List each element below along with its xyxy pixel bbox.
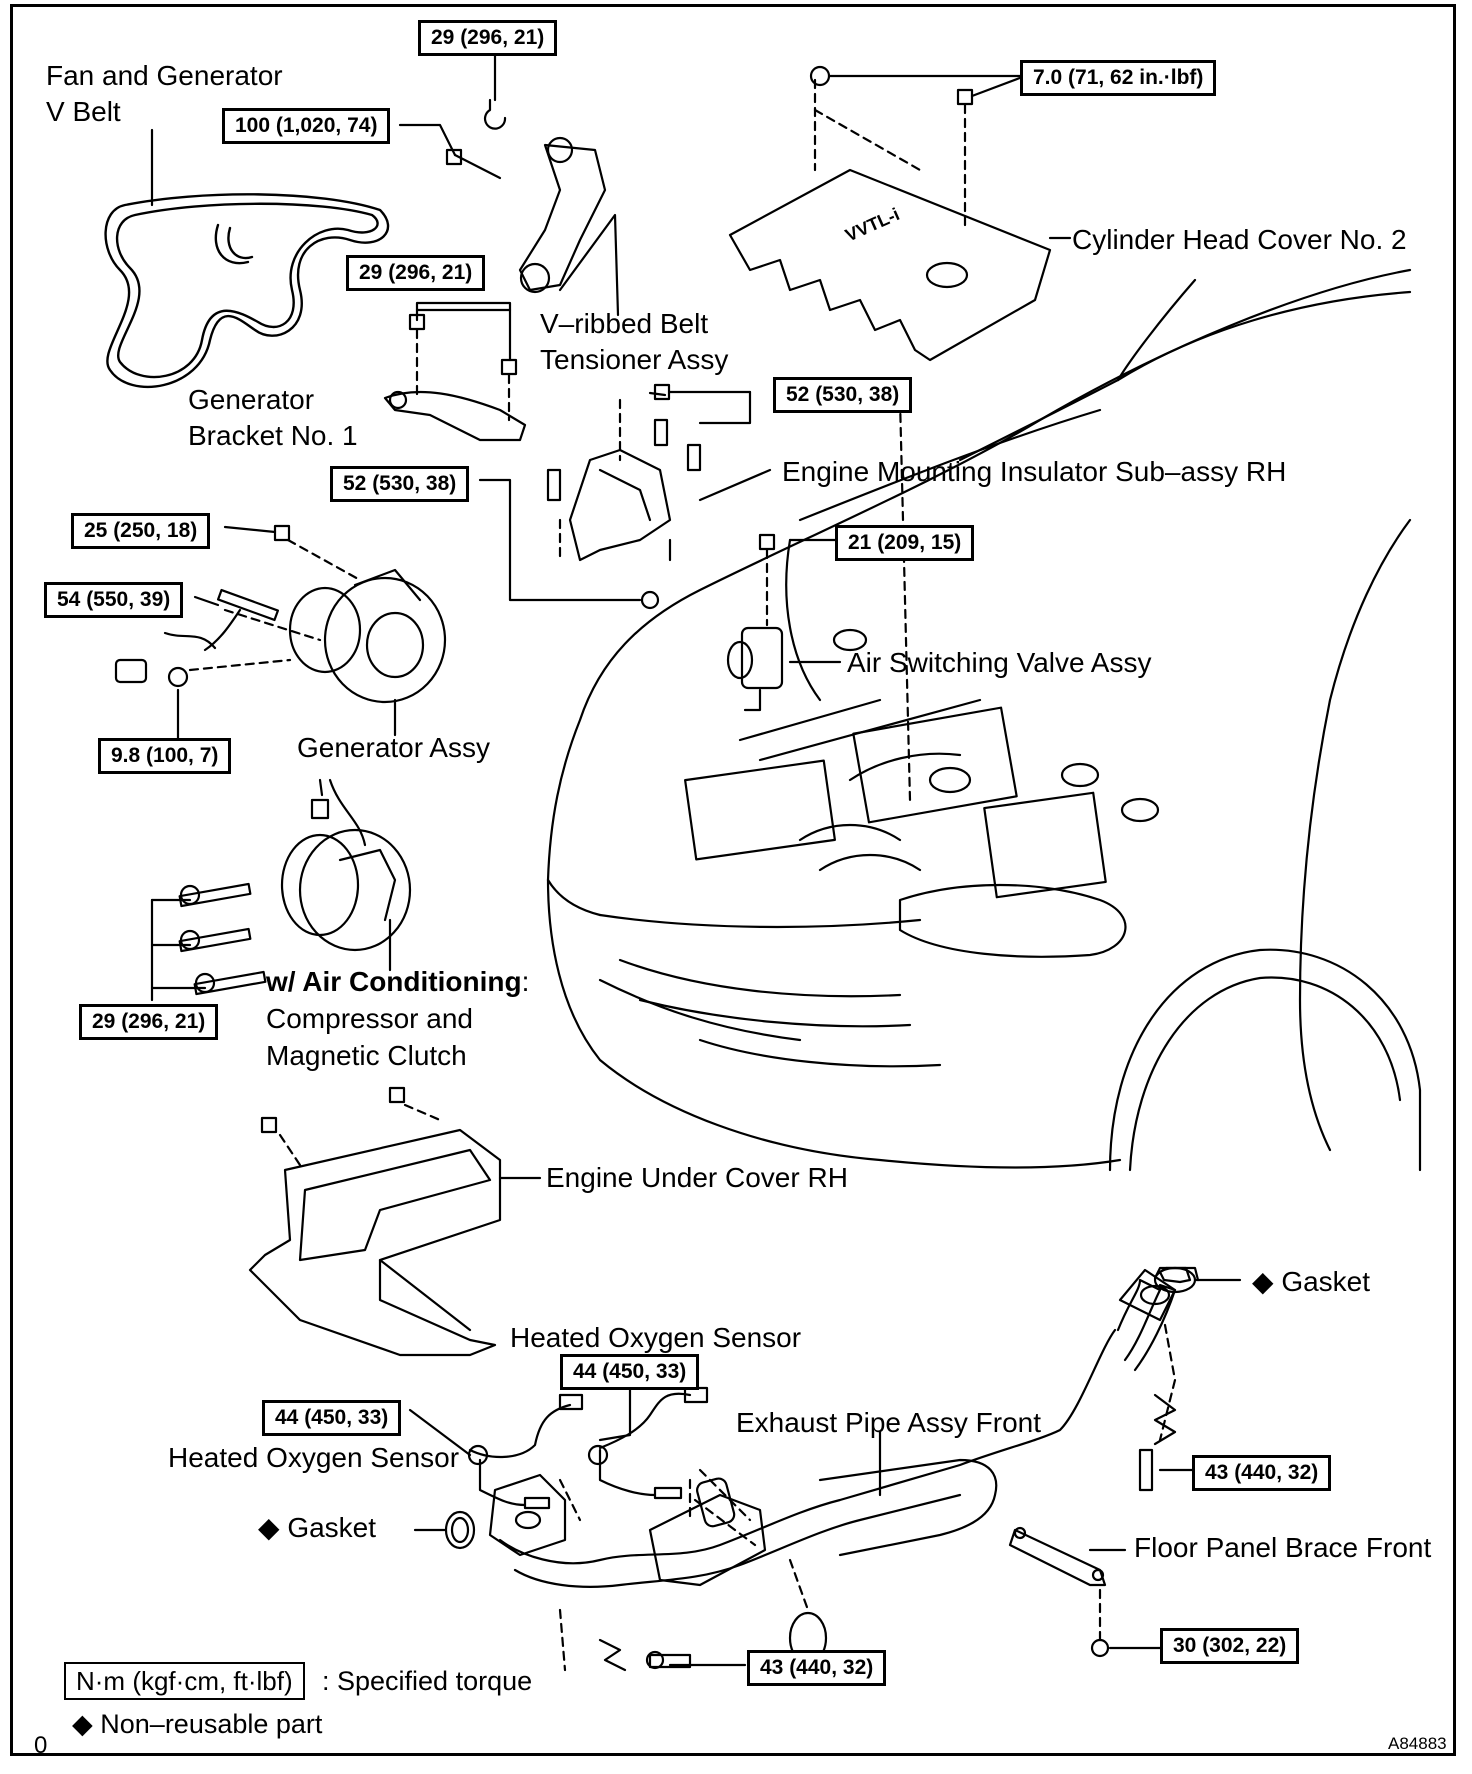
label-fan-belt-line2: V Belt: [46, 96, 121, 127]
cylinder-head-cover-shape: VVTL-i: [728, 65, 1052, 362]
legend-unit-description: : Specified torque: [322, 1666, 533, 1696]
label-compressor-line2: Magnetic Clutch: [266, 1040, 467, 1071]
label-fan-belt-line1: Fan and Generator: [46, 60, 283, 91]
generator-bracket-shape: [383, 313, 527, 442]
tensioner-shape: [445, 98, 607, 294]
generator-shape: [114, 524, 447, 704]
torque-box-25: 25 (250, 18): [71, 513, 211, 549]
oxygen-sensor-shapes: [467, 1386, 757, 1547]
label-tensioner-line2: Tensioner Assy: [540, 344, 729, 375]
torque-box-29-compressor: 29 (296, 21): [79, 1004, 219, 1040]
label-engine-under-cover: Engine Under Cover RH: [546, 1162, 848, 1193]
corner-mark: 0: [34, 1732, 48, 1759]
label-air-switching-valve: Air Switching Valve Assy: [847, 647, 1152, 678]
label-cylinder-head-cover: Cylinder Head Cover No. 2: [1072, 224, 1407, 255]
label-generator-assy: Generator Assy: [297, 732, 490, 763]
torque-box-44-right: 44 (450, 33): [560, 1354, 700, 1390]
torque-box-100: 100 (1,020, 74): [222, 108, 391, 144]
label-heated-oxygen-sensor-top: Heated Oxygen Sensor: [510, 1322, 802, 1353]
figure-id: A84883: [1388, 1734, 1447, 1753]
label-ac-condition: w/ Air Conditioning:: [266, 964, 529, 1000]
label-mount-insulator: Engine Mounting Insulator Sub–assy RH: [782, 456, 1287, 487]
air-switching-valve-shape: [726, 533, 784, 712]
torque-box-29-bracket: 29 (296, 21): [346, 255, 486, 291]
cover-vvtli-text: VVTL-i: [842, 204, 902, 245]
torque-box-21: 21 (209, 15): [835, 525, 975, 561]
diagram-frame: [10, 4, 1456, 1756]
floor-brace-shape: [1008, 1526, 1110, 1658]
torque-box-9-8: 9.8 (100, 7): [98, 738, 232, 774]
torque-box-44-left: 44 (450, 33): [262, 1400, 402, 1436]
ac-colon-text: :: [521, 966, 530, 997]
torque-box-54: 54 (550, 39): [44, 582, 184, 618]
compressor-shape: [178, 778, 412, 996]
ac-prefix-text: w/ Air Conditioning: [266, 966, 522, 997]
vehicle-outline: [546, 268, 1422, 1172]
legend-unit-box: N·m (kgf·cm, ft·lbf): [64, 1662, 305, 1700]
torque-box-30: 30 (302, 22): [1160, 1628, 1300, 1664]
gasket-top-shape: [1158, 1266, 1192, 1284]
torque-box-43-bottom: 43 (440, 32): [747, 1650, 887, 1686]
leader-lines: [150, 48, 1242, 1667]
label-heated-oxygen-sensor-left: Heated Oxygen Sensor: [168, 1442, 460, 1473]
engine-mount-shape: [546, 383, 912, 802]
label-exhaust-pipe: Exhaust Pipe Assy Front: [736, 1407, 1042, 1438]
engine-bay: [684, 628, 1160, 899]
legend-nonreusable: ◆ Non–reusable part: [72, 1709, 323, 1739]
label-gasket-top: ◆ Gasket: [1252, 1266, 1371, 1297]
torque-box-29-top: 29 (296, 21): [418, 20, 558, 56]
label-gasket-left: ◆ Gasket: [258, 1512, 377, 1543]
label-compressor-line1: Compressor and: [266, 1003, 473, 1034]
label-generator-bracket-line2: Bracket No. 1: [188, 420, 358, 451]
v-belt-shape: [104, 193, 390, 389]
torque-box-7-0: 7.0 (71, 62 in.·lbf): [1020, 60, 1217, 96]
label-floor-panel-brace: Floor Panel Brace Front: [1134, 1532, 1432, 1563]
torque-box-43-right: 43 (440, 32): [1192, 1455, 1332, 1491]
label-tensioner-line1: V–ribbed Belt: [540, 308, 709, 339]
torque-box-52-left: 52 (530, 38): [330, 466, 470, 502]
label-generator-bracket-line1: Generator: [188, 384, 315, 415]
under-cover-shape: [248, 1086, 502, 1357]
torque-box-52-right: 52 (530, 38): [773, 377, 913, 413]
